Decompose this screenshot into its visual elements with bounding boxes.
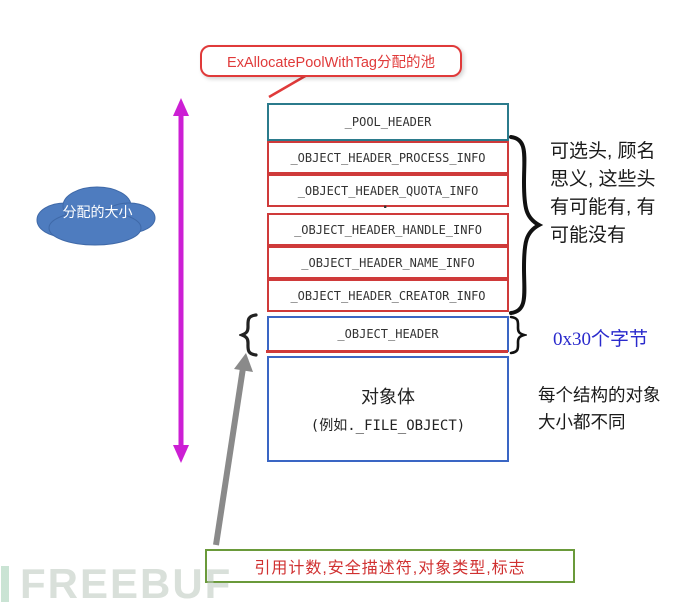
- object-header-contents-note: 引用计数,安全描述符,对象类型,标志: [205, 549, 575, 583]
- watermark-text: FREEBUF: [20, 560, 233, 607]
- box-pool-header: _POOL_HEADER: [267, 103, 509, 141]
- object-header-underline: [266, 350, 508, 353]
- optional-headers-note: 可选头, 顾名思义, 这些头有可能有, 有可能没有: [550, 141, 656, 246]
- box-object-header-process-info: _OBJECT_HEADER_PROCESS_INFO: [267, 141, 509, 174]
- object-header-size-label: 0x30个字节: [553, 329, 649, 350]
- cloud-shape: [36, 186, 156, 246]
- freebuf-logo-icon: [0, 566, 16, 602]
- box-object-header-name-info: _OBJECT_HEADER_NAME_INFO: [267, 246, 509, 279]
- object-header-brace-left: [239, 313, 258, 357]
- box-object-body: 对象体 (例如._FILE_OBJECT): [267, 356, 509, 462]
- box-object-header: _OBJECT_HEADER: [267, 316, 509, 352]
- object-size-note: 每个结构的对象大小都不同: [538, 385, 661, 432]
- stack-ellipsis: .: [383, 195, 388, 212]
- callout-exallocatepoolwithtag: ExAllocatePoolWithTag分配的池: [200, 45, 462, 77]
- box-object-header-creator-info: _OBJECT_HEADER_CREATOR_INFO: [267, 279, 509, 312]
- callout-pointer-line: [268, 73, 308, 99]
- cloud-label: 分配的大小: [62, 204, 133, 220]
- object-header-pointer-arrow: [213, 353, 253, 546]
- optional-headers-brace: [509, 135, 544, 315]
- box-object-header-handle-info: _OBJECT_HEADER_HANDLE_INFO: [267, 213, 509, 246]
- object-header-brace-right: [509, 315, 527, 355]
- object-body-example: (例如._FILE_OBJECT): [310, 418, 466, 434]
- object-body-title: 对象体: [361, 387, 415, 407]
- freebuf-watermark: FREEBUF: [0, 560, 232, 608]
- allocation-size-arrow: [173, 98, 189, 463]
- box-object-header-quota-info: _OBJECT_HEADER_QUOTA_INFO: [267, 174, 509, 207]
